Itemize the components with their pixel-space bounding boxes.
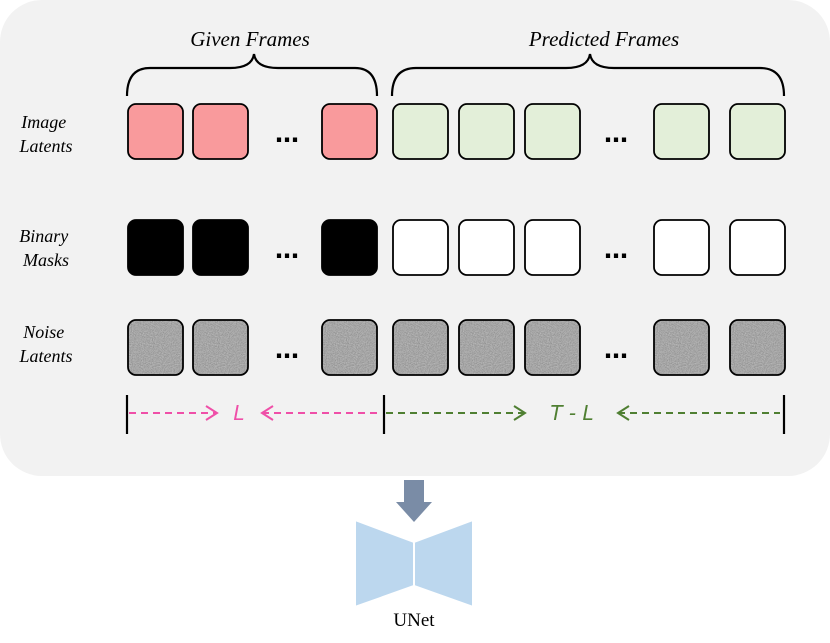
- row-label-image-line1: Image: [20, 112, 66, 132]
- ellipsis-mask-given: …: [275, 236, 299, 264]
- image-predicted-tile-2: [458, 103, 515, 160]
- image-given-tile-1: [127, 103, 184, 160]
- given-length-indicator: [129, 405, 382, 421]
- ellipsis-mask-predicted: …: [604, 236, 628, 264]
- given-brace: [125, 53, 379, 97]
- noise-given-tile-2: [192, 319, 249, 376]
- ellipsis-noise-predicted: …: [604, 336, 628, 364]
- mask-predicted-tile-5: [729, 219, 786, 276]
- predicted-brace: [390, 53, 786, 97]
- down-arrow: [396, 480, 432, 522]
- image-given-tile-3: [321, 103, 378, 160]
- noise-predicted-tile-5: [729, 319, 786, 376]
- mask-predicted-tile-2: [458, 219, 515, 276]
- row-label-image-line2: Latents: [18, 136, 72, 156]
- noise-predicted-tile-2: [458, 319, 515, 376]
- mask-given-tile-1: [127, 219, 184, 276]
- image-predicted-tile-3: [524, 103, 581, 160]
- predicted-length-indicator: [386, 405, 780, 421]
- svg-text:Image Latents: Image Latents: [18, 112, 72, 156]
- noise-given-tile-3: [321, 319, 378, 376]
- svg-text:Binary Masks: Binary Masks: [19, 226, 73, 270]
- image-predicted-tile-1: [392, 103, 449, 160]
- svg-text:Noise Latents: Noise Latents: [18, 322, 72, 366]
- noise-predicted-tile-4: [653, 319, 710, 376]
- image-predicted-tile-5: [729, 103, 786, 160]
- predicted-frames-header: Predicted Frames: [528, 27, 679, 51]
- unet-icon: [354, 518, 474, 609]
- predicted-length-label: T - L: [550, 401, 593, 425]
- ellipsis-noise-given: …: [275, 336, 299, 364]
- given-length-label: L: [233, 401, 244, 425]
- mask-given-tile-3: [321, 219, 378, 276]
- given-frames-header: Given Frames: [190, 27, 310, 51]
- noise-predicted-tile-3: [524, 319, 581, 376]
- frame-tiles: [127, 103, 786, 376]
- row-label-mask-line1: Binary: [19, 226, 68, 246]
- noise-predicted-tile-1: [392, 319, 449, 376]
- mask-predicted-tile-4: [653, 219, 710, 276]
- mask-given-tile-2: [192, 219, 249, 276]
- row-label-noise-line2: Latents: [18, 346, 72, 366]
- noise-given-tile-1: [127, 319, 184, 376]
- mask-predicted-tile-1: [392, 219, 449, 276]
- image-predicted-tile-4: [653, 103, 710, 160]
- ellipsis-image-predicted: …: [604, 120, 628, 148]
- mask-predicted-tile-3: [524, 219, 581, 276]
- row-label-noise-line1: Noise: [22, 322, 64, 342]
- unet-label: UNet: [393, 610, 435, 631]
- ellipsis-image-given: …: [275, 120, 299, 148]
- row-label-mask-line2: Masks: [22, 250, 69, 270]
- image-given-tile-2: [192, 103, 249, 160]
